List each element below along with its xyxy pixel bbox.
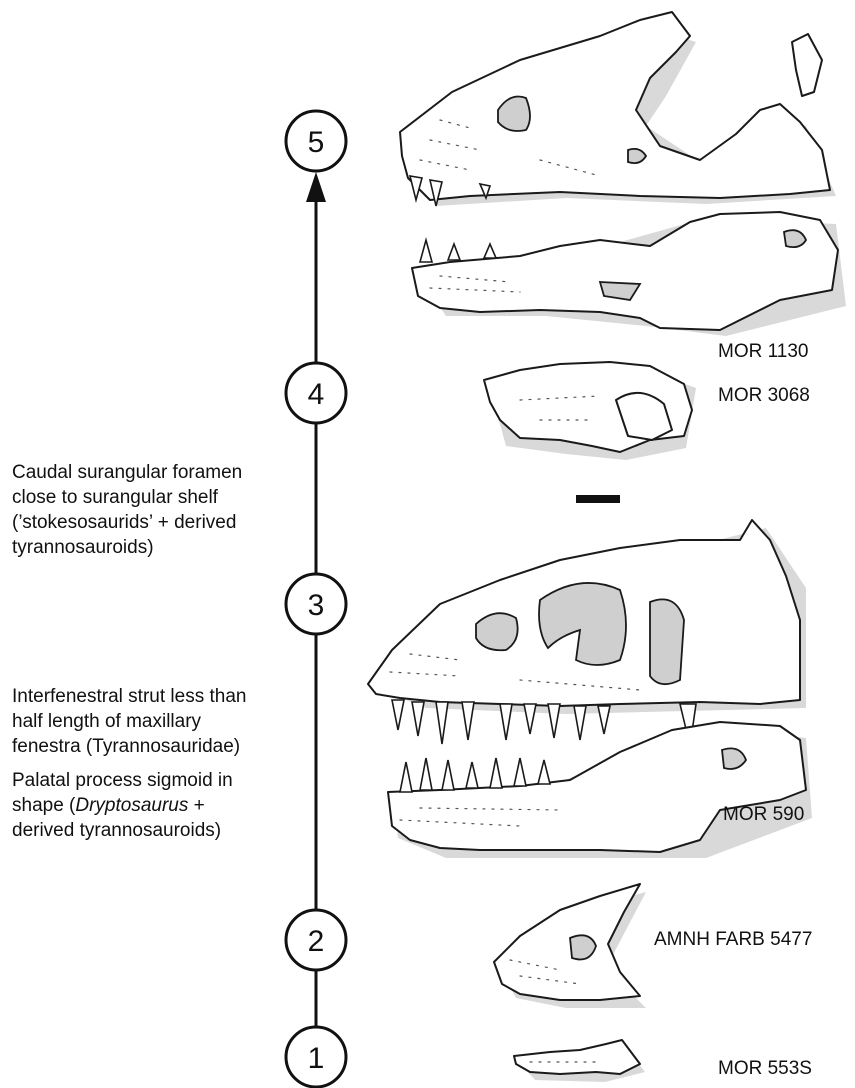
- node-2-character: Palatal process sigmoid in shape (Drypto…: [12, 768, 233, 843]
- node-3-character-line: fenestra (Tyrannosauridae): [12, 734, 246, 759]
- node-4-character-line: tyrannosauroids): [12, 535, 242, 560]
- specimen-label-mor-590: MOR 590: [723, 804, 804, 826]
- specimen-label-mor-1130: MOR 1130: [718, 341, 808, 363]
- node-2-character-line: shape (Dryptosaurus +: [12, 793, 233, 818]
- skull-mor-590: [368, 520, 806, 746]
- node-5-label: 5: [308, 126, 325, 159]
- scale-bar-icon: [576, 495, 620, 503]
- node-1-label: 1: [308, 1042, 325, 1075]
- node-4-character-line: Caudal surangular foramen: [12, 460, 242, 485]
- node-2-label: 2: [308, 925, 325, 958]
- node-1: 1: [286, 1027, 346, 1087]
- node-3-character: Interfenestral strut less than half leng…: [12, 684, 246, 759]
- node-2-character-line: Palatal process sigmoid in: [12, 768, 233, 793]
- specimen-amnh-farb-5477: [494, 884, 646, 1008]
- node-3-label: 3: [308, 589, 325, 622]
- node-3-character-line: half length of maxillary: [12, 709, 246, 734]
- node-4-character-line: (’stokesosaurids’ + derived: [12, 510, 242, 535]
- node-4-character-line: close to surangular shelf: [12, 485, 242, 510]
- taxon-name-dryptosaurus: Dryptosaurus: [75, 795, 188, 816]
- arrowhead-icon: [306, 172, 326, 202]
- specimen-mor-3068: [484, 362, 696, 460]
- node-2-character-line: derived tyrannosauroids): [12, 818, 233, 843]
- node-3: 3: [286, 574, 346, 634]
- node-2-character-text: +: [188, 795, 204, 816]
- node-4-label: 4: [308, 378, 325, 411]
- specimen-label-amnh-farb-5477: AMNH FARB 5477: [654, 929, 812, 951]
- node-2: 2: [286, 910, 346, 970]
- node-5: 5: [286, 111, 346, 171]
- specimen-label-mor-3068: MOR 3068: [718, 385, 810, 407]
- node-2-character-text: shape (: [12, 795, 75, 816]
- node-4: 4: [286, 363, 346, 423]
- mandible-mor-1130: [412, 212, 846, 336]
- specimen-mor-553s: [514, 1040, 645, 1082]
- node-3-character-line: Interfenestral strut less than: [12, 684, 246, 709]
- mandible-mor-590: [388, 722, 812, 858]
- specimen-label-mor-553s: MOR 553S: [718, 1058, 812, 1080]
- skull-mor-1130: [400, 12, 836, 206]
- node-4-character: Caudal surangular foramen close to suran…: [12, 460, 242, 560]
